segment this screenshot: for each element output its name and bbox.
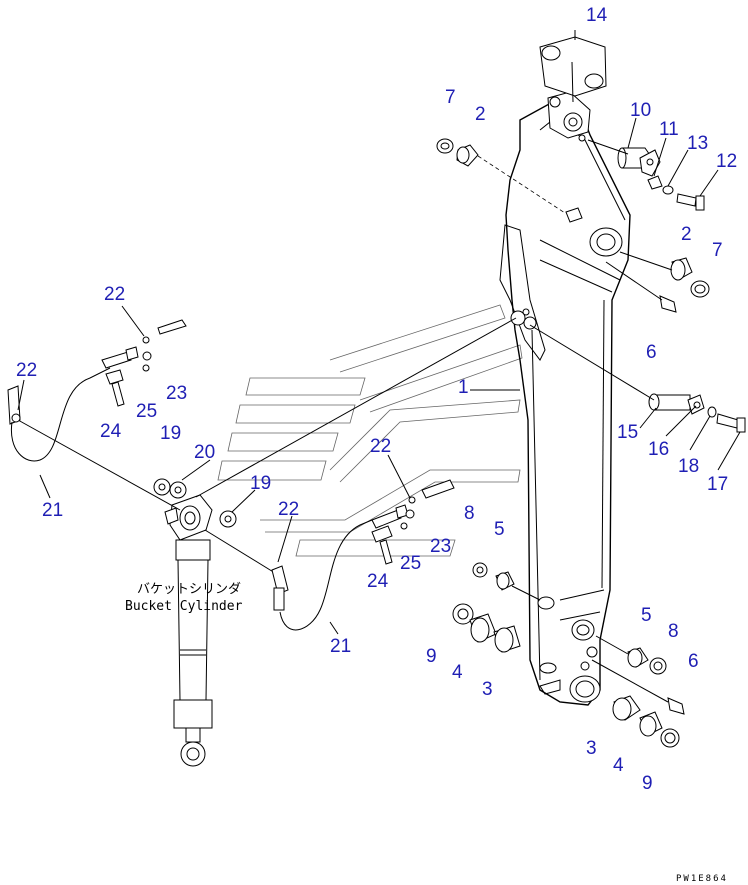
label-1: 1 <box>458 377 469 398</box>
label-9-right: 9 <box>642 773 653 794</box>
pin-group-right-mid <box>529 324 746 433</box>
label-20: 20 <box>194 442 215 463</box>
pin-group-upper <box>587 139 705 211</box>
label-7-top: 7 <box>445 87 456 108</box>
label-17: 17 <box>707 474 728 495</box>
label-3-left: 3 <box>482 679 493 700</box>
label-9-left: 9 <box>426 646 437 667</box>
label-22-far-left: 22 <box>16 360 37 381</box>
label-24-right: 24 <box>367 571 389 592</box>
grease-hose-right <box>271 479 455 631</box>
label-2-top: 2 <box>475 104 486 125</box>
bushing-group-right-mid <box>605 251 710 313</box>
label-3-right: 3 <box>586 738 597 759</box>
label-25-right: 25 <box>400 553 421 574</box>
grease-hose-left <box>7 319 187 462</box>
label-22-top-left: 22 <box>104 284 125 305</box>
leader-lines <box>17 30 741 635</box>
part-labels: 14 7 2 10 11 13 12 2 7 6 22 22 23 25 24 … <box>16 5 737 794</box>
label-16: 16 <box>648 439 669 460</box>
label-14: 14 <box>586 5 608 26</box>
label-19-lower: 19 <box>250 473 271 494</box>
bushing-group-lower-left <box>452 562 541 653</box>
bushing-group-lower-right <box>591 635 685 748</box>
bucket-cylinder <box>17 317 517 767</box>
label-6-lower: 6 <box>688 651 699 672</box>
label-5-left: 5 <box>494 519 505 540</box>
bushing-group-top-left <box>436 138 566 214</box>
washer-group-19-20 <box>153 478 237 528</box>
label-13: 13 <box>687 133 708 154</box>
drawing-code: PW1E864 <box>676 874 728 884</box>
arm-assembly <box>499 91 631 706</box>
caption-japanese: バケットシリンダ <box>137 582 241 597</box>
label-2-right: 2 <box>681 224 692 245</box>
label-12: 12 <box>716 151 737 172</box>
label-22-mid: 22 <box>370 436 391 457</box>
label-4-right: 4 <box>613 755 624 776</box>
caption-english: Bucket Cylinder <box>125 599 243 614</box>
label-8-left: 8 <box>464 503 475 524</box>
label-6-upper: 6 <box>646 342 657 363</box>
label-21-left: 21 <box>42 500 63 521</box>
label-18: 18 <box>678 456 699 477</box>
label-10: 10 <box>630 100 651 121</box>
label-11: 11 <box>659 119 679 140</box>
label-5-right: 5 <box>641 605 652 626</box>
part-14-plate <box>539 36 607 103</box>
label-24-left: 24 <box>100 421 122 442</box>
label-4-left: 4 <box>452 662 463 683</box>
label-23-left: 23 <box>166 383 187 404</box>
background-arrows <box>217 304 523 557</box>
label-21-right: 21 <box>330 636 351 657</box>
label-22-right: 22 <box>278 499 299 520</box>
label-8-right: 8 <box>668 621 679 642</box>
label-25-left: 25 <box>136 401 157 422</box>
label-19-upper: 19 <box>160 423 181 444</box>
label-7-right: 7 <box>712 240 723 261</box>
label-23-right: 23 <box>430 536 451 557</box>
label-15: 15 <box>617 422 638 443</box>
